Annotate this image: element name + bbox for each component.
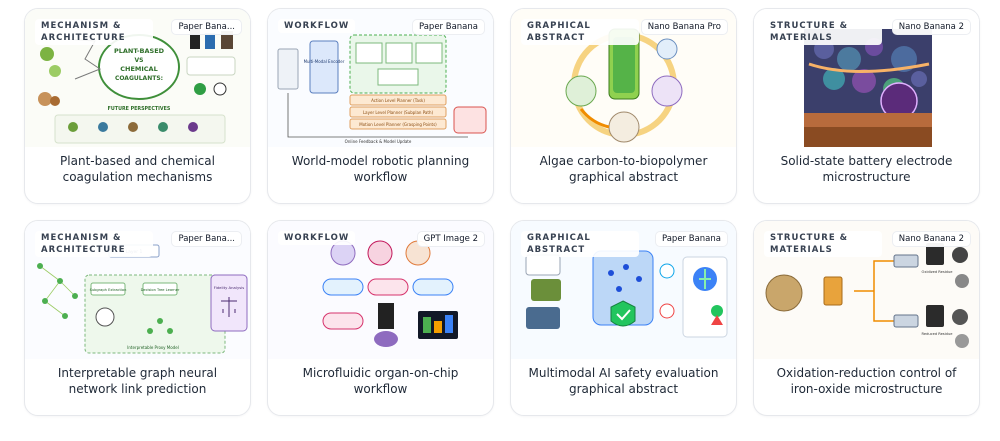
card-title[interactable]: Interpretable graph neural network link …: [57, 366, 218, 396]
card-title[interactable]: Plant-based and chemical coagulation mec…: [60, 154, 215, 184]
card-title[interactable]: Solid-state battery electrode microstruc…: [780, 154, 953, 184]
category-tag: GRAPHICAL ABSTRACT: [521, 19, 639, 45]
thumb-text-chemical: CHEMICAL: [120, 65, 157, 73]
thumb-text-vs: VS: [135, 57, 144, 64]
thumb-text-action-planner: Action Level Planner (Task): [371, 98, 425, 103]
thumb-text-fidelity: Fidelity Analysis: [214, 285, 244, 290]
gallery-card-ai-safety[interactable]: GRAPHICAL ABSTRACT Paper Banana Multimod…: [510, 220, 737, 416]
card-title[interactable]: Oxidation-reduction control of iron-oxid…: [776, 366, 957, 396]
model-badge: Nano Banana Pro: [640, 19, 728, 35]
thumb-text-layer-planner: Layer Level Planner (Subplan Path): [363, 110, 434, 115]
thumb-text-plant-based: PLANT-BASED: [114, 47, 165, 55]
gallery-card-graph-neural-network[interactable]: Layer 1 Subgraph Extraction Decision Tre…: [24, 220, 251, 416]
gallery-card-iron-oxide[interactable]: Oxidized Residue Reduced Residue STRUCTU…: [753, 220, 980, 416]
gallery-card-battery-electrode[interactable]: STRUCTURE & MATERIALS Nano Banana 2 Soli…: [753, 8, 980, 204]
category-tag: STRUCTURE & MATERIALS: [764, 231, 882, 257]
card-title[interactable]: Microfluidic organ-on-chip workflow: [302, 366, 459, 396]
thumb-text-subgraph: Subgraph Extraction: [90, 288, 127, 292]
gallery-card-algae-biopolymer[interactable]: GRAPHICAL ABSTRACT Nano Banana Pro Algae…: [510, 8, 737, 204]
category-tag: WORKFLOW: [278, 231, 356, 245]
thumb-text-feedback: Online Feedback & Model Update: [345, 139, 412, 144]
card-title[interactable]: World-model robotic planning workflow: [291, 154, 470, 184]
gallery-card-robotic-planning[interactable]: Multi-Modal Encoder Action Level Planner…: [267, 8, 494, 204]
thumb-text-proxy-model: Interpretable Proxy Model: [127, 345, 179, 350]
card-title[interactable]: Multimodal AI safety evaluation graphica…: [528, 366, 719, 396]
card-title[interactable]: Algae carbon-to-biopolymer graphical abs…: [539, 154, 708, 184]
model-badge: GPT Image 2: [416, 231, 485, 247]
gallery-card-microfluidic[interactable]: WORKFLOW GPT Image 2 Microfluidic organ-…: [267, 220, 494, 416]
thumb-text-motion-planner: Motion Level Planner (Grasping Points): [359, 122, 437, 127]
thumb-text-encoder: Multi-Modal Encoder: [304, 59, 345, 64]
model-badge: Paper Bana...: [171, 231, 242, 247]
category-tag: GRAPHICAL ABSTRACT: [521, 231, 639, 257]
model-badge: Paper Banana: [411, 19, 485, 35]
model-badge: Nano Banana 2: [891, 19, 971, 35]
category-tag: MECHANISM & ARCHITECTURE: [35, 231, 153, 257]
category-tag: STRUCTURE & MATERIALS: [764, 19, 882, 45]
gallery-card-coagulation[interactable]: PLANT-BASED VS CHEMICAL COAGULANTS: FUTU…: [24, 8, 251, 204]
model-badge: Paper Bana...: [171, 19, 242, 35]
thumb-text-oxidized: Oxidized Residue: [922, 270, 954, 274]
thumb-text-decision-tree: Decision Tree Learner: [141, 288, 180, 292]
figure-gallery-grid: PLANT-BASED VS CHEMICAL COAGULANTS: FUTU…: [24, 8, 980, 416]
thumb-text-coagulants: COAGULANTS:: [115, 75, 163, 82]
thumb-text-future: FUTURE PERSPECTIVES: [108, 106, 171, 112]
thumb-text-reduced: Reduced Residue: [922, 332, 954, 336]
model-badge: Nano Banana 2: [891, 231, 971, 247]
category-tag: MECHANISM & ARCHITECTURE: [35, 19, 153, 45]
model-badge: Paper Banana: [654, 231, 728, 247]
category-tag: WORKFLOW: [278, 19, 356, 33]
